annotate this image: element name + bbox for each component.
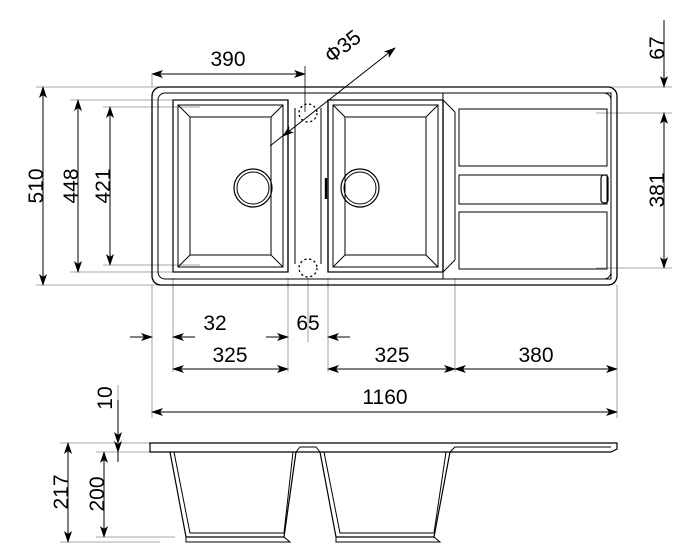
dim-510: 510 [25, 86, 48, 286]
drain-right-outer [340, 168, 380, 208]
bowl-left-mid [177, 104, 284, 268]
dim-448: 448 [60, 99, 83, 273]
drainboard-rib-panel-1 [458, 108, 608, 167]
dim-10: 10 [94, 386, 122, 462]
bowl-right-mid [332, 104, 439, 268]
bowl-right-corner-bl [332, 254, 346, 268]
dim-421: 421 [92, 106, 115, 266]
dim-200: 200 [86, 451, 109, 538]
section-bowl-right-outer [319, 451, 451, 538]
section-view-geometry [149, 442, 618, 543]
dim-32: 32 [130, 312, 227, 341]
bowl-left-corner-tl [177, 104, 191, 118]
bowl-right-corner-tr [425, 104, 439, 118]
drain-left-inner [236, 171, 270, 205]
section-drainboard-underside [449, 446, 611, 453]
drainboard [442, 92, 612, 280]
dim-label-325-left: 325 [212, 344, 247, 367]
dim-325-left: 325 [172, 344, 289, 373]
bowl-left-corner-bl [177, 254, 191, 268]
drain-right-inner [343, 171, 377, 205]
section-bowl-left-inner [173, 451, 294, 534]
drainboard-rib-panel-2 [458, 174, 608, 205]
dim-325-right: 325 [327, 344, 456, 373]
dim-390: 390 [151, 48, 306, 112]
drainboard-outer [442, 92, 612, 280]
top-view-bowls [172, 99, 444, 273]
dim-label-448: 448 [60, 168, 83, 203]
dim-label-10: 10 [94, 386, 117, 409]
dim-label-217: 217 [50, 474, 73, 509]
dim-1160: 1160 [151, 386, 618, 416]
dim-label-65: 65 [296, 312, 319, 335]
drainboard-corner-bl [442, 259, 456, 273]
dim-380: 380 [454, 344, 618, 373]
drain-left-outer [233, 168, 273, 208]
dim-label-200: 200 [86, 476, 109, 511]
dim-217: 217 [50, 442, 73, 543]
dim-label-325-right: 325 [374, 344, 409, 367]
section-bowl-right-inner [323, 451, 447, 534]
section-bowl-right-base [335, 536, 442, 543]
section-bowl-left-outer [169, 451, 297, 538]
drainboard-rib-panel-3 [458, 211, 608, 270]
layer-extension-lines [36, 86, 672, 543]
bowl-left-corner-br [270, 254, 284, 268]
bowl-left-inner [189, 116, 272, 256]
bowl-right-inner [344, 116, 427, 256]
dim-381: 381 [646, 112, 669, 269]
section-bowl-left-base [185, 536, 292, 543]
dim-label-390: 390 [210, 48, 245, 71]
section-divider-ridge [295, 446, 321, 453]
dim-label-diameter-35: Ф35 [320, 26, 365, 68]
dim-67: 67 [646, 20, 669, 88]
tap-hole-dashed-circle-top [298, 103, 318, 123]
dim-label-381: 381 [646, 172, 669, 207]
dim-label-1160: 1160 [362, 386, 407, 409]
drain-outlets [233, 168, 380, 208]
section-rim-slab [149, 442, 618, 453]
dim-label-510: 510 [25, 168, 48, 203]
dim-label-32: 32 [203, 312, 226, 335]
bowl-right-corner-tl [332, 104, 346, 118]
overflow-slot-right-edge [600, 174, 609, 204]
tap-hole-dashed-circle-bottom [298, 258, 318, 278]
dim-label-67: 67 [646, 36, 669, 59]
drainboard-corner-tl [442, 99, 456, 113]
dim-65: 65 [266, 312, 350, 341]
tap-holes [298, 103, 318, 278]
dim-label-421: 421 [92, 168, 115, 203]
sink-outer-rim-inner [157, 92, 612, 280]
bowl-left-corner-tr [270, 104, 284, 118]
bowl-right-corner-br [425, 254, 439, 268]
dim-label-380: 380 [518, 344, 553, 367]
